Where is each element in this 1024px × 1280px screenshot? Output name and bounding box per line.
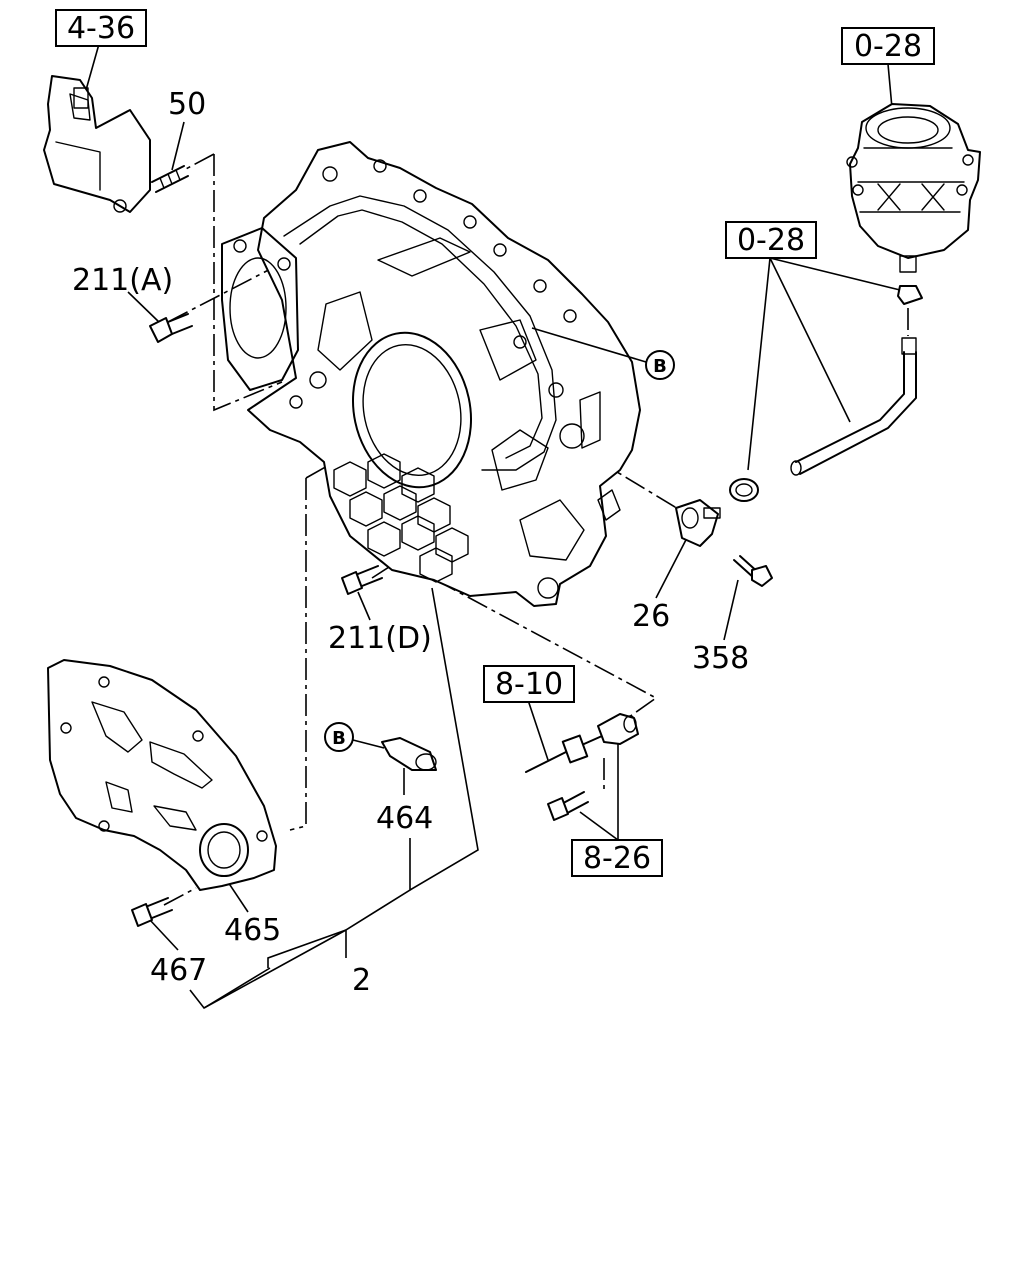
flywheel-housing	[221, 141, 641, 607]
svg-text:B: B	[653, 356, 667, 377]
svg-text:0-28: 0-28	[737, 223, 805, 258]
part-358-bolt	[733, 555, 773, 587]
part-211d-bolt	[341, 565, 383, 595]
part-50-stud	[151, 165, 189, 193]
label-part-211d: 211(D)	[328, 621, 432, 656]
part-211a-bolt	[149, 313, 193, 343]
ref-box-0-28-top[interactable]: 0-28	[841, 27, 935, 65]
ref-box-4-36[interactable]: 4-36	[55, 9, 147, 47]
label-part-211a: 211(A)	[72, 263, 173, 298]
svg-text:0-28: 0-28	[854, 29, 922, 64]
bubble-b-housing: B	[531, 327, 675, 380]
svg-text:B: B	[332, 728, 346, 749]
part-467-bolt	[131, 897, 173, 927]
cover-plate	[47, 659, 277, 891]
ref-box-8-26[interactable]: 8-26	[571, 839, 663, 877]
leader-lines	[85, 43, 901, 1010]
svg-text:8-26: 8-26	[583, 841, 651, 876]
label-part-358: 358	[692, 641, 749, 676]
ref-box-0-28-mid[interactable]: 0-28	[725, 221, 817, 259]
label-part-50: 50	[168, 87, 206, 122]
svg-text:8-10: 8-10	[495, 667, 563, 702]
part-464-pin	[381, 737, 437, 771]
honeycomb-ribs	[333, 453, 469, 583]
bubble-b-pin: B	[324, 722, 385, 752]
hose-assembly	[729, 285, 923, 502]
ref-box-8-10[interactable]: 8-10	[483, 665, 575, 703]
part-26-fitting	[675, 499, 721, 547]
svg-text:4-36: 4-36	[67, 11, 135, 46]
sensor-assembly	[525, 713, 639, 821]
label-part-26: 26	[632, 599, 670, 634]
component-0-28	[846, 103, 981, 273]
label-part-2: 2	[352, 963, 371, 998]
label-part-464: 464	[376, 801, 433, 836]
label-part-465: 465	[224, 913, 281, 948]
component-4-36	[43, 75, 151, 213]
label-part-467: 467	[150, 953, 207, 988]
